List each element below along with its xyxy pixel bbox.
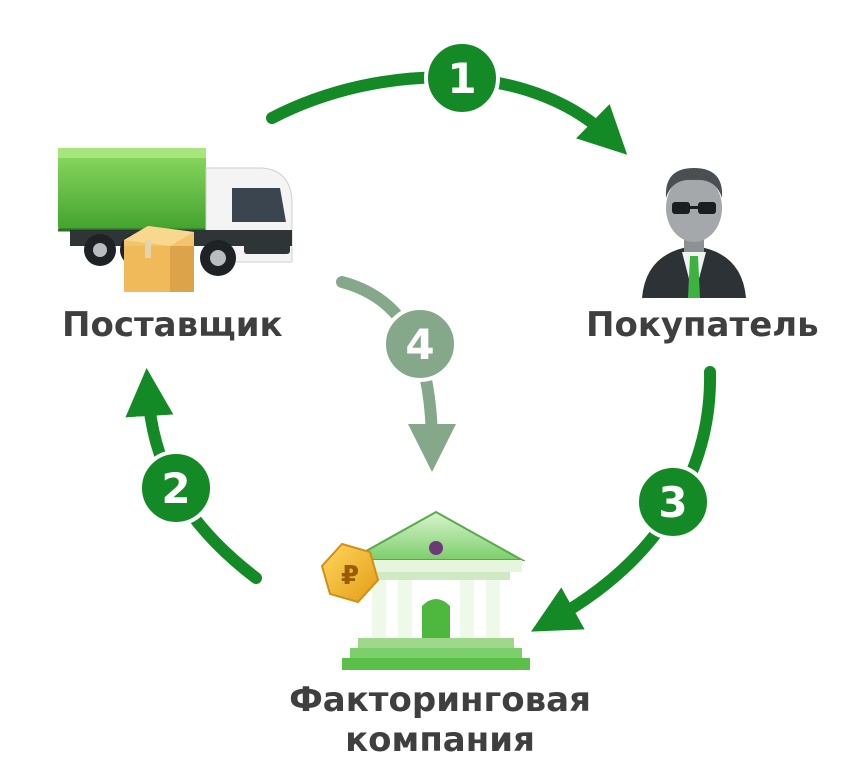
parcel-icon xyxy=(124,226,194,292)
ruble-symbol: ₽ xyxy=(341,561,359,591)
step-number-3: 3 xyxy=(658,478,687,527)
bank-icon xyxy=(342,510,530,670)
step-badge-2: 2 xyxy=(138,450,214,526)
step-number-1: 1 xyxy=(447,54,476,103)
factoring-company-label: Факторинговая компания xyxy=(250,680,630,760)
businessman-icon xyxy=(642,168,746,298)
step-number-4: 4 xyxy=(405,320,434,369)
ruble-coin-icon: ₽ xyxy=(320,542,380,604)
buyer-label: Покупатель xyxy=(586,305,819,345)
step-badge-3: 3 xyxy=(635,464,711,540)
supplier-label: Поставщик xyxy=(62,305,283,345)
step-badge-4: 4 xyxy=(382,306,458,382)
step-badge-1: 1 xyxy=(424,40,500,116)
factoring-label-line-1: Факторинговая xyxy=(289,680,591,720)
factoring-label-line-2: компания xyxy=(345,720,535,760)
truck-icon xyxy=(58,148,293,292)
step-number-2: 2 xyxy=(161,464,190,513)
